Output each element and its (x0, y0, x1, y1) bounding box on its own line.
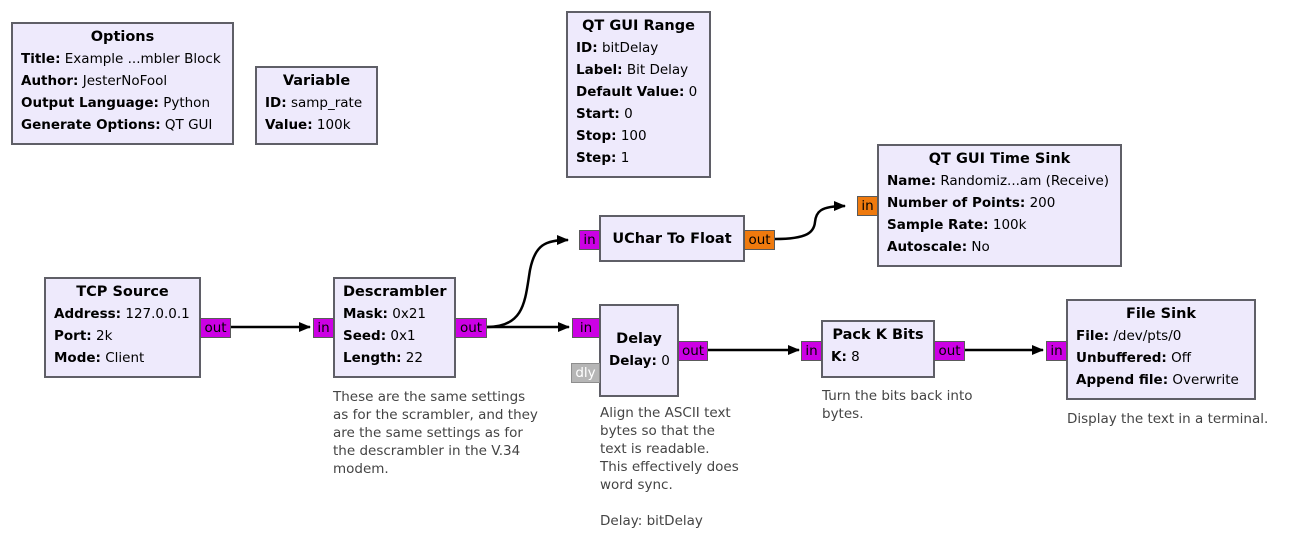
pack-k-bits-block[interactable]: Pack K Bits K: 8 (821, 320, 935, 378)
param-generate-options: Generate Options: QT GUI (21, 117, 213, 133)
descrambler-comment: These are the same settings as for the s… (333, 389, 538, 477)
param-length: Length: 22 (343, 350, 423, 366)
param-id: ID: samp_rate (265, 95, 363, 111)
file-sink-comment: Display the text in a terminal. (1067, 411, 1269, 427)
block-title: File Sink (1125, 306, 1197, 322)
options-block[interactable]: Options Title: Example ...mbler Block Au… (11, 22, 234, 145)
param-number-of-points: Number of Points: 200 (887, 195, 1056, 211)
pack-k-bits-comment: Turn the bits back into bytes. (822, 388, 973, 422)
param-autoscale: Autoscale: No (887, 239, 990, 255)
block-title: Delay (616, 331, 662, 347)
uchar-in-port[interactable]: in (579, 230, 600, 250)
uchar-out-port[interactable]: out (744, 230, 775, 250)
uchar-to-float-block[interactable]: UChar To Float (599, 215, 745, 262)
descrambler-in-port[interactable]: in (313, 318, 334, 338)
delay-comment: Align the ASCII text bytes so that the t… (600, 405, 739, 529)
param-file: File: /dev/pts/0 (1076, 328, 1182, 344)
file-sink-in-port[interactable]: in (1046, 341, 1067, 361)
block-title: Pack K Bits (832, 327, 924, 343)
wire-descrambler-to-uchar[interactable] (486, 235, 569, 329)
delay-block[interactable]: Delay Delay: 0 (599, 304, 679, 397)
param-seed: Seed: 0x1 (343, 328, 416, 344)
block-title: QT GUI Range (582, 18, 695, 34)
time-sink-in-port[interactable]: in (857, 196, 878, 216)
tcp-out-port[interactable]: out (200, 318, 231, 338)
block-title: QT GUI Time Sink (928, 151, 1071, 167)
delay-out-port[interactable]: out (678, 341, 708, 361)
block-title: TCP Source (76, 284, 169, 300)
param-sample-rate: Sample Rate: 100k (887, 217, 1027, 233)
param-append-file: Append file: Overwrite (1076, 372, 1239, 388)
pack-k-bits-out-port[interactable]: out (934, 341, 965, 361)
block-title: UChar To Float (612, 231, 732, 247)
param-start: Start: 0 (576, 106, 633, 122)
param-title: Title: Example ...mbler Block (21, 51, 221, 67)
qt-gui-range-block[interactable]: QT GUI Range ID: bitDelay Label: Bit Del… (566, 11, 711, 178)
param-port: Port: 2k (54, 328, 113, 344)
qt-gui-time-sink-block[interactable]: QT GUI Time Sink Name: Randomiz...am (Re… (877, 144, 1122, 267)
delay-in-port[interactable]: in (572, 318, 600, 338)
param-output-language: Output Language: Python (21, 95, 210, 111)
block-title: Descrambler (343, 284, 447, 300)
delay-dly-port[interactable]: dly (571, 363, 600, 383)
param-default-value: Default Value: 0 (576, 84, 698, 100)
param-mode: Mode: Client (54, 350, 145, 366)
param-mask: Mask: 0x21 (343, 306, 427, 322)
param-k: K: 8 (831, 349, 860, 365)
param-author: Author: JesterNoFool (21, 73, 168, 89)
wire-uchar-to-timesink[interactable] (774, 201, 846, 241)
pack-k-bits-in-port[interactable]: in (801, 341, 822, 361)
descrambler-out-port[interactable]: out (455, 318, 487, 338)
file-sink-block[interactable]: File Sink File: /dev/pts/0 Unbuffered: O… (1066, 299, 1256, 400)
variable-block[interactable]: Variable ID: samp_rate Value: 100k (255, 66, 378, 145)
param-id: ID: bitDelay (576, 40, 659, 56)
param-step: Step: 1 (576, 150, 630, 166)
param-stop: Stop: 100 (576, 128, 647, 144)
param-value: Value: 100k (265, 117, 351, 133)
param-delay: Delay: 0 (609, 353, 670, 369)
block-title: Options (90, 29, 155, 45)
block-title: Variable (282, 73, 351, 89)
param-name: Name: Randomiz...am (Receive) (887, 173, 1110, 189)
descrambler-block[interactable]: Descrambler Mask: 0x21 Seed: 0x1 Length:… (333, 277, 456, 378)
param-address: Address: 127.0.0.1 (54, 306, 190, 322)
param-label: Label: Bit Delay (576, 62, 689, 78)
tcp-source-block[interactable]: TCP Source Address: 127.0.0.1 Port: 2k M… (44, 277, 201, 378)
param-unbuffered: Unbuffered: Off (1076, 350, 1192, 366)
